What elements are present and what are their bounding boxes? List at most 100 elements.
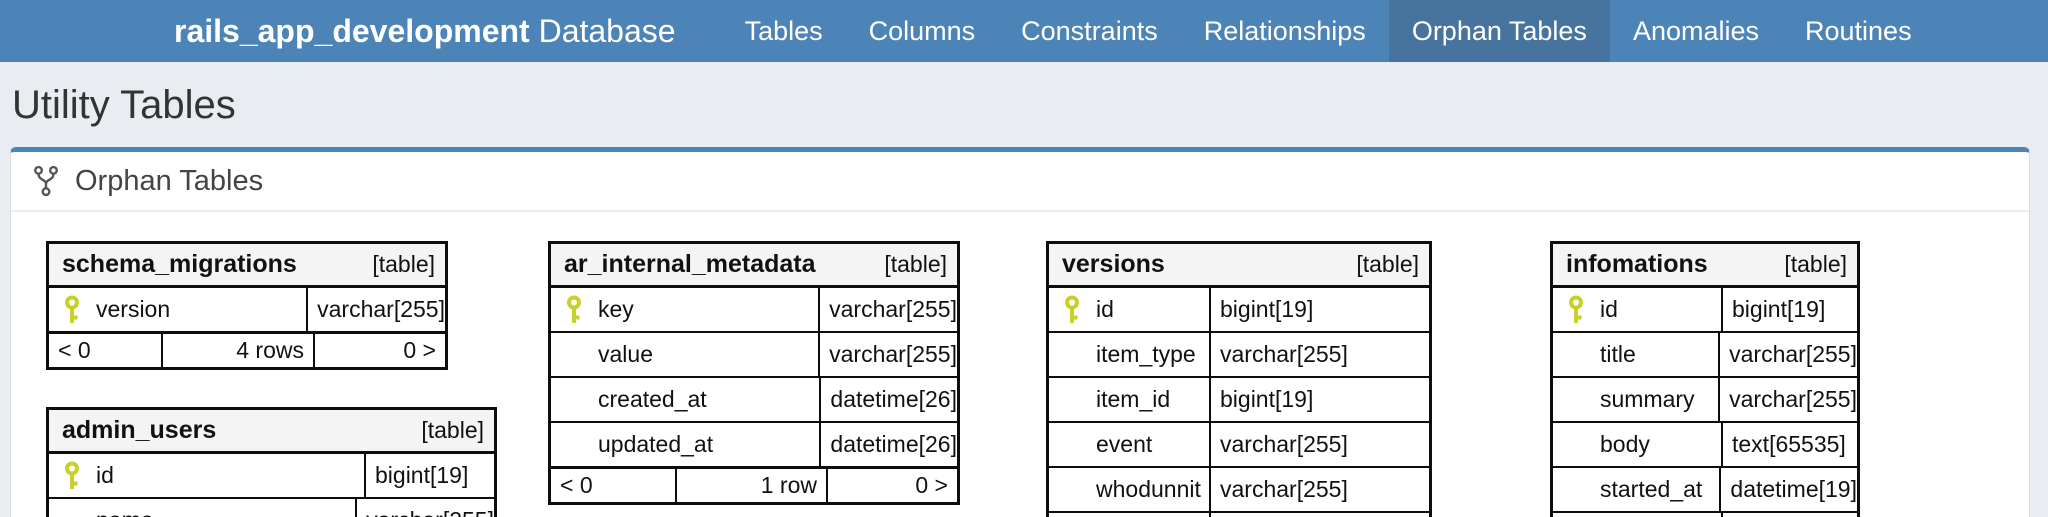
- diagram-table-infomations[interactable]: infomations [table] id bigint[19] title varch…: [1550, 241, 1860, 517]
- column-name-cell: updated_at: [551, 423, 822, 466]
- column-name: title: [1600, 341, 1636, 367]
- column-row: [1049, 513, 1429, 517]
- page-title: Utility Tables: [12, 83, 236, 127]
- diagram-table-ar_internal_metadata[interactable]: ar_internal_metadata [table] key varchar[25…: [548, 241, 960, 505]
- nav-tab-routines[interactable]: Routines: [1805, 15, 1912, 46]
- table-name: admin_users: [62, 416, 217, 444]
- column-name-cell: body: [1553, 423, 1723, 466]
- column-name-cell: key: [551, 288, 821, 331]
- page-heading-band: Utility Tables: [0, 62, 2048, 147]
- column-name-cell: name: [49, 499, 358, 517]
- column-name: body: [1600, 431, 1650, 457]
- footer-center: 1 row: [677, 469, 828, 502]
- column-row: namevarchar[255]: [49, 499, 494, 517]
- nav-tab-bar: Tables Columns Constraints Relationships Orp…: [722, 0, 1935, 62]
- column-row: event varchar[255]: [1049, 423, 1429, 468]
- column-type-cell: varchar[255]: [829, 296, 957, 322]
- column-name-cell: started_at: [1553, 468, 1722, 511]
- column-name: started_at: [1600, 476, 1703, 502]
- footer-right: 0 >: [915, 472, 948, 498]
- footer-left: < 0: [49, 334, 163, 367]
- column-row: [1553, 513, 1857, 517]
- column-name-cell: created_at: [551, 378, 822, 421]
- database-name: rails_app_development: [174, 12, 530, 49]
- column-type-cell: [1723, 513, 1857, 517]
- table-name: versions: [1062, 250, 1165, 278]
- column-row: started_at datetime[19]: [1553, 468, 1857, 513]
- column-name: key: [598, 296, 634, 322]
- column-name-cell: id: [49, 454, 366, 497]
- column-row: value varchar[255]: [551, 333, 957, 378]
- column-type-cell: bigint[19]: [375, 462, 469, 488]
- diagram-table-header: ar_internal_metadata [table]: [551, 244, 957, 288]
- column-name: summary: [1600, 386, 1695, 412]
- column-type-cell: varchar[255]: [1220, 431, 1348, 457]
- column-name-cell: summary: [1553, 378, 1721, 421]
- nav-tab-tables[interactable]: Tables: [744, 15, 823, 46]
- table-tag: [table]: [884, 251, 947, 277]
- column-name-cell: id: [1553, 288, 1723, 331]
- nav-tab-orphan-tables[interactable]: Orphan Tables: [1388, 0, 1610, 62]
- top-navbar: rails_app_development Database Tables Col…: [0, 0, 2048, 62]
- diagram-table-header: infomations [table]: [1553, 244, 1857, 288]
- column-name: updated_at: [598, 431, 714, 457]
- table-tag: [table]: [1784, 251, 1847, 277]
- database-label: Database: [529, 12, 676, 49]
- nav-tab-columns[interactable]: Columns: [868, 15, 976, 46]
- diagram-table-header: admin_users [table]: [49, 410, 494, 454]
- column-name-cell: value: [551, 333, 821, 376]
- column-row: id bigint[19]: [1553, 288, 1857, 333]
- code-fork-icon: [33, 165, 59, 197]
- column-name-cell: title: [1553, 333, 1721, 376]
- table-name: schema_migrations: [62, 250, 297, 278]
- table-name: infomations: [1566, 250, 1708, 278]
- nav-tab-constraints[interactable]: Constraints: [1021, 15, 1158, 46]
- column-row: key varchar[255]: [551, 288, 957, 333]
- diagram-table-header: schema_migrations[table]: [49, 244, 445, 288]
- column-name-cell: version: [49, 288, 309, 331]
- column-name: id: [1600, 296, 1618, 322]
- column-name: event: [1096, 431, 1153, 457]
- footer-center: 4 rows: [163, 334, 315, 367]
- column-row: item_type varchar[255]: [1049, 333, 1429, 378]
- primary-key-icon: [564, 295, 585, 325]
- table-tag: [table]: [421, 417, 484, 443]
- primary-key-icon: [62, 461, 83, 491]
- diagram-table-admin_users[interactable]: admin_users [table] id bigint[19] namevarcha…: [46, 407, 497, 517]
- column-name: value: [598, 341, 653, 367]
- primary-key-icon: [62, 295, 83, 325]
- column-name: created_at: [598, 386, 707, 412]
- column-name: version: [96, 296, 171, 322]
- panel-heading: Orphan Tables: [11, 152, 2029, 212]
- table-tag: [table]: [1356, 251, 1419, 277]
- column-type-cell: varchar[255]: [357, 499, 494, 517]
- database-brand-link[interactable]: rails_app_development Database: [174, 0, 676, 62]
- primary-key-icon: [1062, 295, 1083, 325]
- column-type-cell: text[65535]: [1732, 431, 1846, 457]
- table-name: ar_internal_metadata: [564, 250, 816, 278]
- footer-left: < 0: [551, 469, 677, 502]
- column-type-cell: varchar[255]: [1220, 341, 1348, 367]
- column-type-cell: datetime[19]: [1730, 476, 1857, 502]
- column-name: item_id: [1096, 386, 1171, 412]
- column-type-cell: varchar[255]: [1729, 341, 1857, 367]
- column-type-cell: varchar[255]: [829, 341, 957, 367]
- column-name-cell: item_type: [1049, 333, 1211, 376]
- column-type-cell: bigint[19]: [1732, 296, 1826, 322]
- nav-tab-relationships[interactable]: Relationships: [1203, 15, 1366, 46]
- nav-tab-anomalies[interactable]: Anomalies: [1632, 15, 1759, 46]
- column-row: id bigint[19]: [49, 454, 494, 499]
- column-name: item_type: [1096, 341, 1196, 367]
- column-row: body text[65535]: [1553, 423, 1857, 468]
- footer-right: 0 >: [403, 337, 436, 363]
